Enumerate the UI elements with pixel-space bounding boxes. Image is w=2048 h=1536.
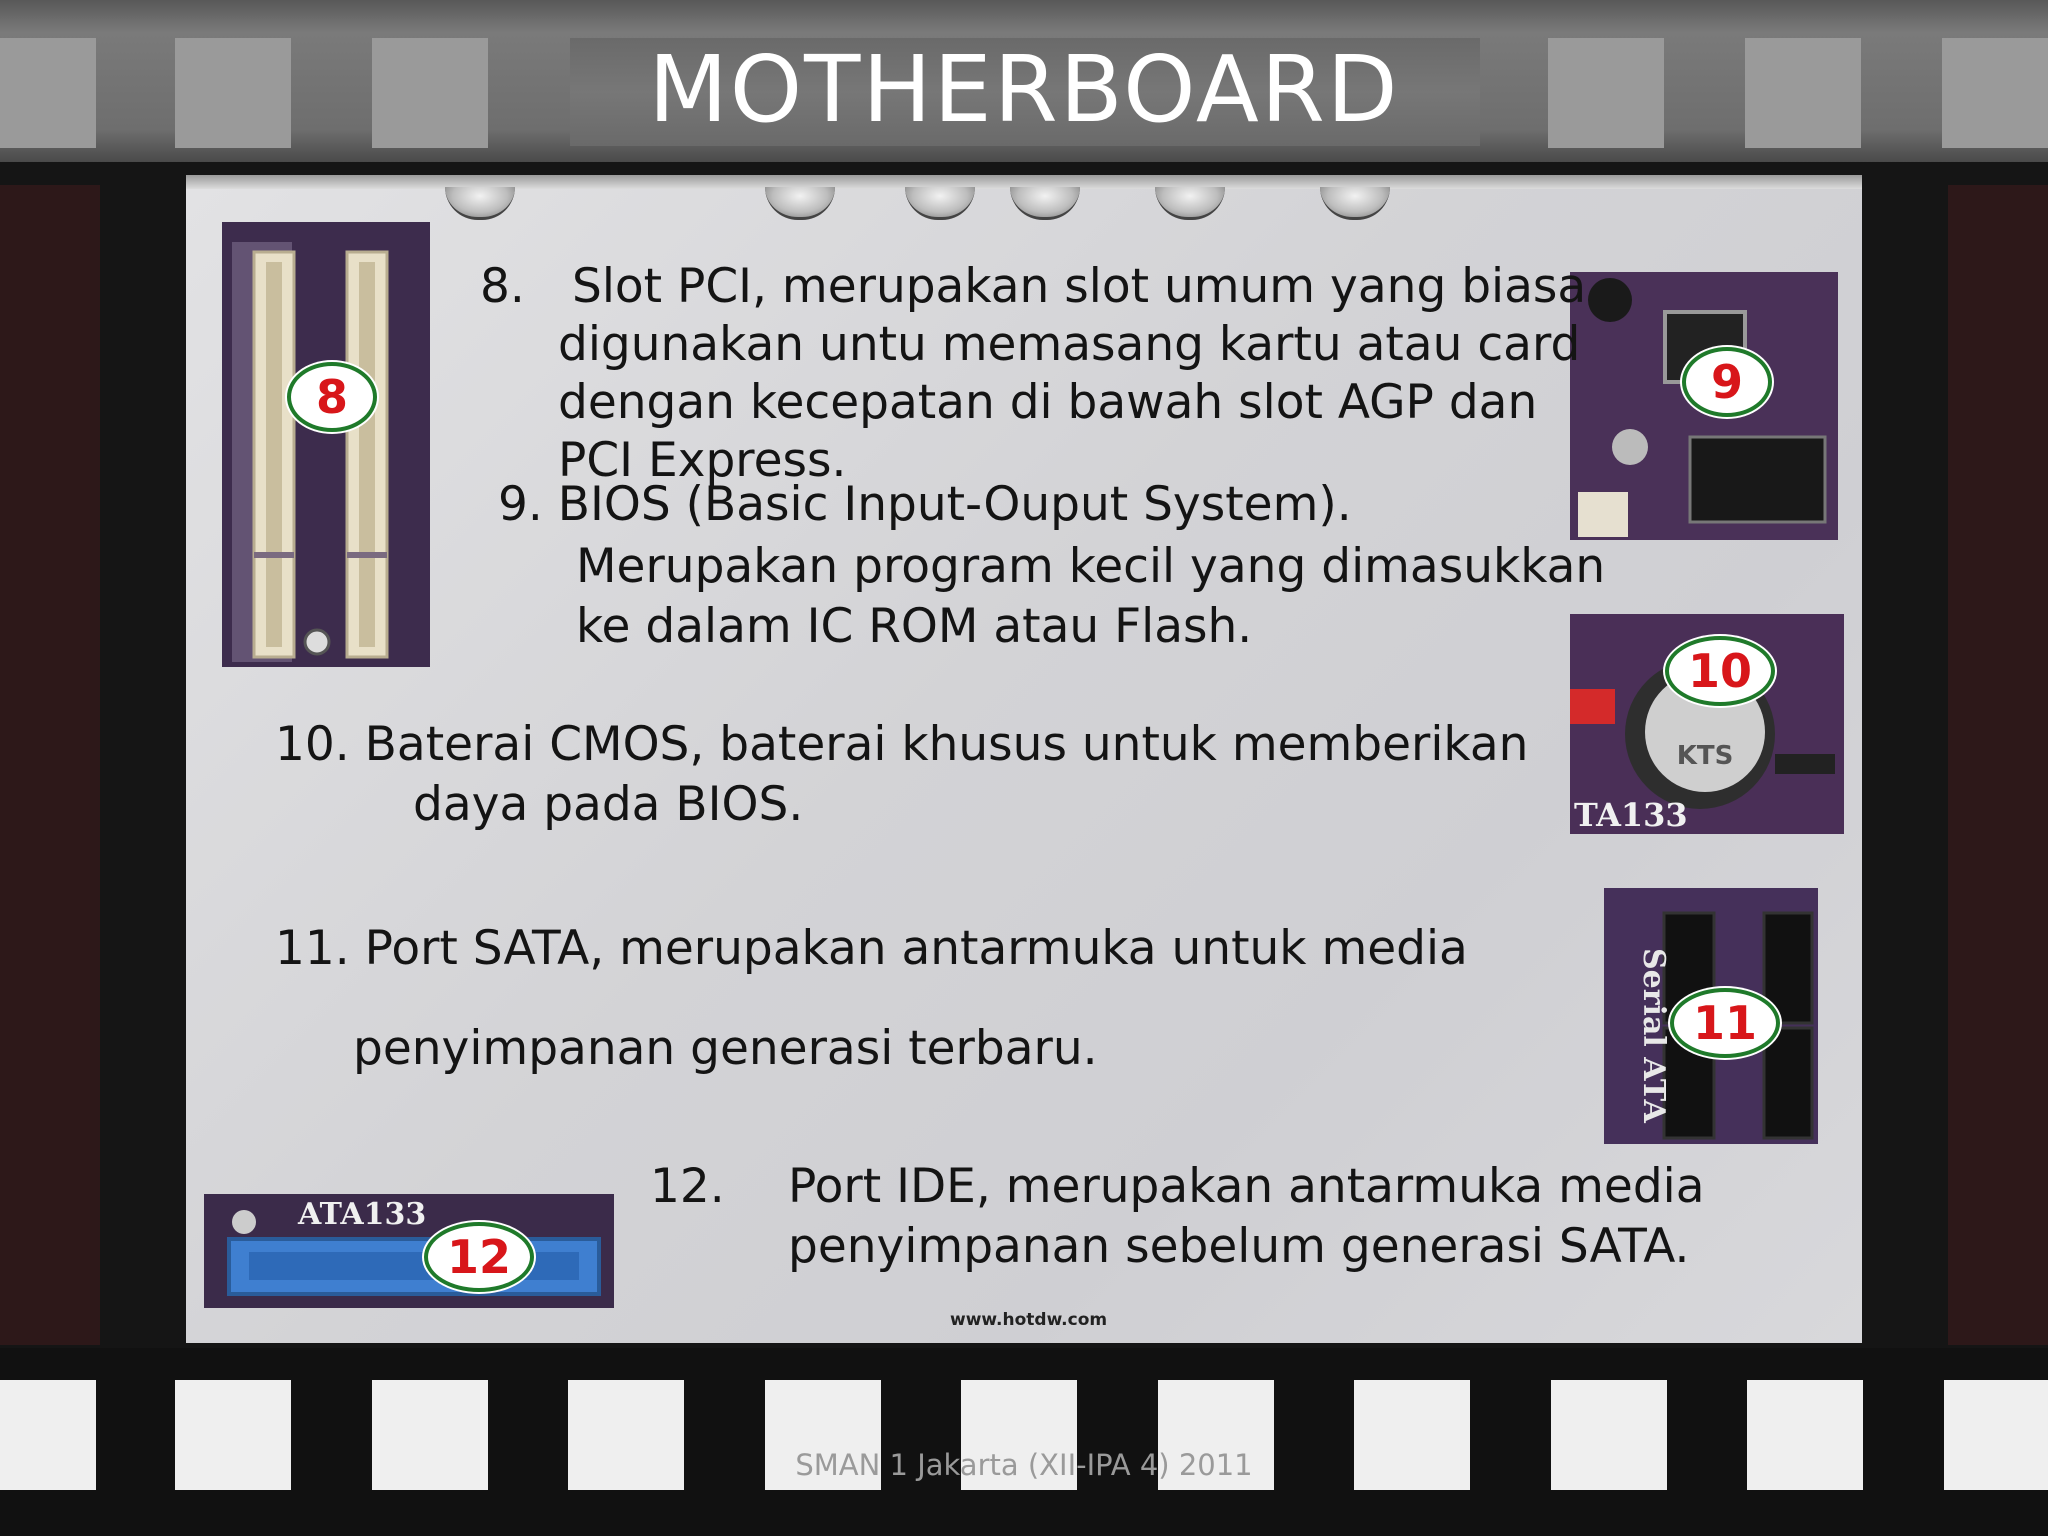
perforation — [1354, 1380, 1470, 1490]
ide-port-graphic: ATA133 — [204, 1194, 614, 1308]
perforation — [1551, 1380, 1667, 1490]
sata-port-image: Serial ATA 11 — [1604, 888, 1818, 1144]
item-badge-11: 11 — [1670, 988, 1780, 1058]
bios-chip-graphic — [1570, 272, 1838, 540]
ide-image-label: ATA133 — [297, 1197, 426, 1232]
cmos-battery-image: KTS TA133 10 — [1570, 614, 1844, 834]
perforation — [0, 1380, 96, 1490]
image-credit: www.hotdw.com — [950, 1310, 1108, 1330]
film-perforations-bottom — [0, 1380, 2048, 1490]
panel-top-edge — [186, 175, 1862, 189]
perforation — [765, 1380, 881, 1490]
perforation — [1745, 38, 1861, 148]
pci-slot-graphic — [222, 222, 430, 667]
item-8-line-2: digunakan untu memasang kartu atau card — [558, 317, 1581, 372]
side-panel-left — [0, 185, 100, 1345]
perforation — [372, 38, 488, 148]
battery-chip-text: KTS — [1677, 741, 1734, 771]
item-9-line-1: 9. BIOS (Basic Input-Ouput System). — [498, 477, 1352, 532]
perforation — [1548, 38, 1664, 148]
bios-chip-image: 9 — [1570, 272, 1838, 540]
ide-port-image: ATA133 12 — [204, 1194, 614, 1308]
item-11-line-1: 11. Port SATA, merupakan antarmuka untuk… — [275, 921, 1468, 976]
perforation — [372, 1380, 488, 1490]
sata-port-graphic: Serial ATA — [1604, 888, 1818, 1144]
item-badge-9: 9 — [1682, 347, 1772, 417]
perforation — [1942, 38, 2048, 148]
item-badge-12: 12 — [424, 1222, 534, 1292]
item-8-number: 8. — [480, 259, 525, 314]
item-11-line-2: penyimpanan generasi terbaru. — [353, 1021, 1098, 1076]
item-9-line-3: ke dalam IC ROM atau Flash. — [576, 599, 1253, 654]
perforation — [961, 1380, 1077, 1490]
item-badge-10: 10 — [1665, 636, 1775, 706]
item-12-number: 12. — [650, 1159, 725, 1214]
film-perforations-top — [0, 38, 2048, 148]
title-band — [570, 38, 1480, 146]
item-12-line-2: penyimpanan sebelum generasi SATA. — [788, 1219, 1690, 1274]
perforation — [175, 38, 291, 148]
perforation — [175, 1380, 291, 1490]
perforation — [568, 1380, 684, 1490]
side-panel-right — [1948, 185, 2048, 1345]
item-8-line-3: dengan kecepatan di bawah slot AGP dan — [558, 375, 1538, 430]
item-10-line-1: 10. Baterai CMOS, baterai khusus untuk m… — [275, 717, 1529, 772]
item-9-line-2: Merupakan program kecil yang dimasukkan — [576, 539, 1606, 594]
pci-slot-image: 8 — [222, 222, 430, 667]
battery-image-label: TA133 — [1574, 796, 1688, 834]
slide-footer: SMAN 1 Jakarta (XII-IPA 4) 2011 — [795, 1448, 1253, 1482]
item-8-line-1: Slot PCI, merupakan slot umum yang biasa — [572, 259, 1587, 314]
perforation — [1944, 1380, 2048, 1490]
perforation — [0, 38, 96, 148]
item-12-line-1: Port IDE, merupakan antarmuka media — [788, 1159, 1705, 1214]
item-8-line-4: PCI Express. — [558, 433, 847, 488]
perforation — [1158, 1380, 1274, 1490]
perforation — [1747, 1380, 1863, 1490]
slide-title: MOTHERBOARD — [648, 36, 1400, 143]
sata-image-label: Serial ATA — [1636, 948, 1671, 1124]
item-badge-8: 8 — [287, 362, 377, 432]
item-10-line-2: daya pada BIOS. — [413, 777, 804, 832]
